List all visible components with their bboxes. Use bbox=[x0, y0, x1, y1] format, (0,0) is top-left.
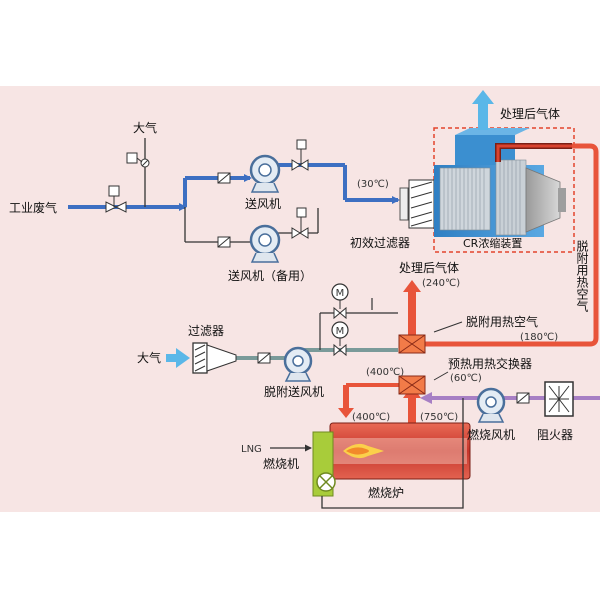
label-temp-180: (180℃) bbox=[520, 332, 558, 343]
label-combustion-fan: 燃烧风机 bbox=[467, 427, 515, 442]
text-labels: 工业废气 大气 送风机 送风机（备用） (30℃) 初效过滤器 CR浓缩装置 处… bbox=[9, 106, 589, 500]
treated-gas-top-arrow bbox=[472, 90, 494, 130]
flame-arrester[interactable] bbox=[544, 381, 574, 417]
label-desorb-blower: 脱附送风机 bbox=[264, 384, 324, 399]
label-filter: 过滤器 bbox=[188, 324, 224, 338]
label-temp-400-a: (400℃) bbox=[366, 367, 404, 378]
label-preheat-exchanger: 预热用热交换器 bbox=[448, 356, 532, 371]
label-burner: 燃烧机 bbox=[263, 456, 299, 471]
damper-desorb[interactable] bbox=[257, 352, 271, 364]
damper-blower-inlet[interactable] bbox=[217, 172, 231, 184]
label-temp-240: (240℃) bbox=[422, 278, 460, 289]
label-atmosphere-top: 大气 bbox=[133, 120, 157, 135]
label-temp-400-b: (400℃) bbox=[352, 412, 390, 423]
label-furnace: 燃烧炉 bbox=[368, 485, 404, 500]
label-treated-gas-mid: 处理后气体 bbox=[399, 260, 459, 275]
preheat-exchanger-leader bbox=[433, 371, 449, 381]
pre-filter[interactable] bbox=[192, 342, 237, 374]
label-industrial-exhaust: 工业废气 bbox=[9, 200, 57, 215]
motor-valve-upper-label: M bbox=[336, 288, 345, 299]
label-atmosphere-left: 大气 bbox=[137, 350, 161, 365]
combustion-fan[interactable] bbox=[476, 387, 506, 423]
preheat-heat-exchanger[interactable] bbox=[398, 375, 426, 395]
desorb-hot-air-loop bbox=[424, 143, 599, 347]
label-treated-gas-top: 处理后气体 bbox=[500, 106, 560, 121]
label-temp-60: (60℃) bbox=[450, 373, 482, 384]
desorb-exchanger-leader bbox=[433, 321, 463, 333]
valve-inlet[interactable] bbox=[105, 185, 127, 213]
blower-standby[interactable] bbox=[249, 224, 281, 263]
label-cr-device: CR浓缩装置 bbox=[463, 237, 522, 250]
label-desorb-air-vertical: 脱附用热空气 bbox=[575, 239, 589, 312]
label-lng: LNG bbox=[241, 444, 262, 455]
damper-standby-inlet[interactable] bbox=[217, 236, 231, 248]
burner-unit[interactable] bbox=[312, 431, 336, 497]
motor-valve-lower[interactable]: M bbox=[331, 321, 349, 357]
desorb-heat-exchanger[interactable] bbox=[398, 334, 426, 354]
label-blower: 送风机 bbox=[245, 196, 281, 211]
valve-atmosphere[interactable] bbox=[126, 152, 150, 168]
cr-desorption-duct bbox=[495, 143, 572, 162]
desorb-blower[interactable] bbox=[283, 346, 313, 382]
label-blower-standby: 送风机（备用） bbox=[228, 268, 312, 283]
motor-valve-upper[interactable]: M bbox=[331, 283, 349, 320]
label-temp-750: (750℃) bbox=[420, 412, 458, 423]
label-primary-filter: 初效过滤器 bbox=[350, 235, 410, 250]
bypass-lines bbox=[319, 298, 398, 350]
motor-valve-lower-label: M bbox=[336, 326, 345, 337]
damper-combustion[interactable] bbox=[516, 392, 530, 404]
valve-standby-outlet[interactable] bbox=[291, 207, 309, 239]
label-flame-arrester: 阻火器 bbox=[537, 428, 573, 442]
label-desorb-hot-air: 脱附用热空气 bbox=[466, 314, 538, 329]
cr-concentration-device[interactable] bbox=[434, 128, 566, 237]
return-line bbox=[321, 398, 464, 509]
atmosphere-inlet-arrow bbox=[166, 348, 190, 368]
label-temp-30: (30℃) bbox=[357, 179, 389, 190]
primary-filter[interactable] bbox=[399, 179, 435, 229]
blower-main[interactable] bbox=[249, 154, 281, 193]
combustion-furnace[interactable] bbox=[329, 422, 471, 480]
valve-blower-outlet[interactable] bbox=[291, 139, 309, 171]
